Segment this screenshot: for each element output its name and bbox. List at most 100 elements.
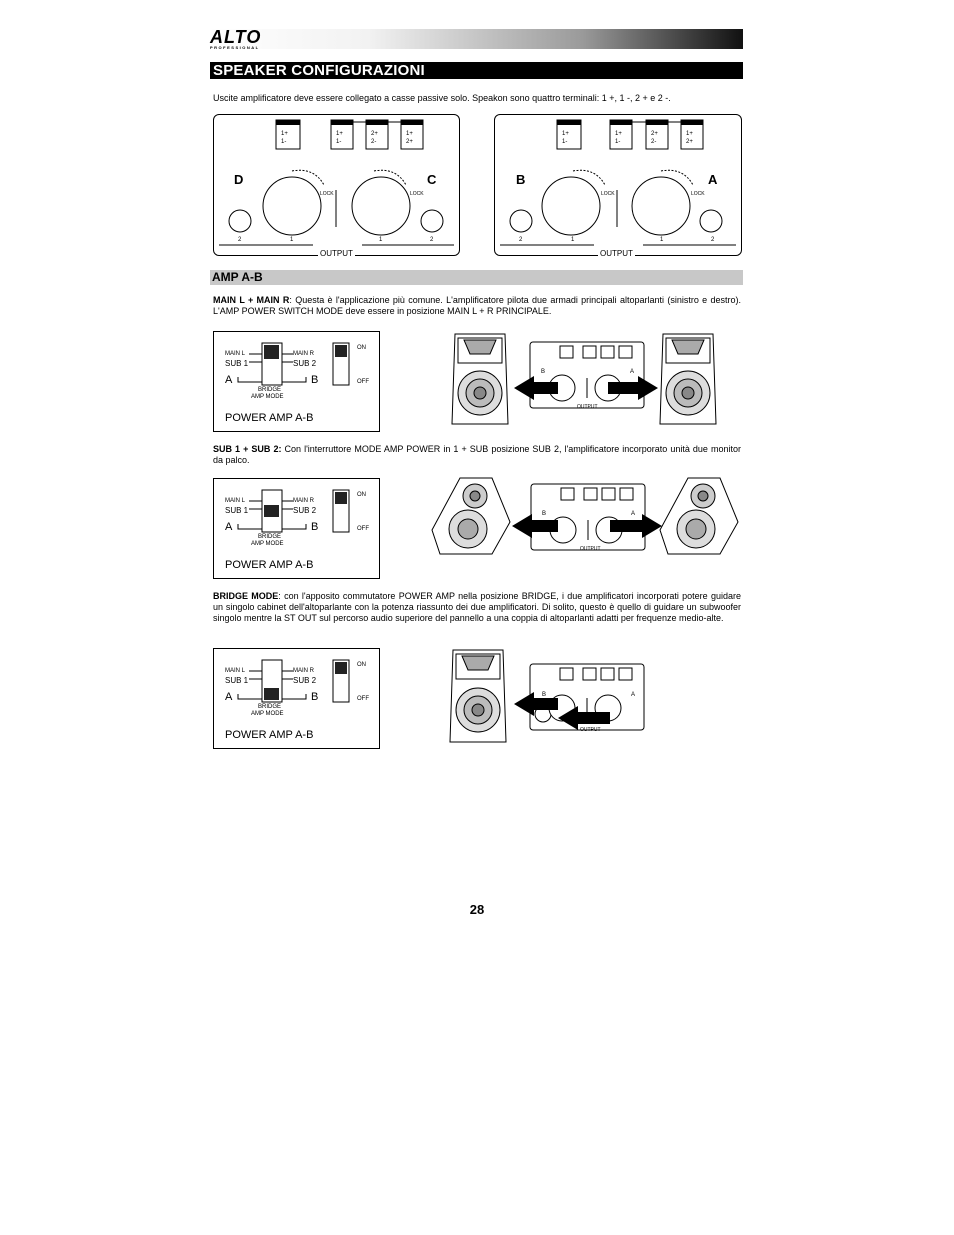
stage-monitor-illustration [431,477,739,555]
text-bridge: : con l'apposito commutatore POWER AMP n… [213,591,741,624]
header-bar [208,29,743,49]
output-panel-ba: 1+ 1- 1+ 1- 2+ 2- 1+ 2+ B A LOCK LOCK 2 … [494,114,742,256]
lock-label: LOCK [410,191,424,197]
panel-letter-right: A [708,172,718,187]
switch-box-main: MAIN L SUB 1 MAIN R SUB 2 A B BRIDGE AMP… [213,331,380,432]
connector-label: 1+ [562,131,569,137]
switch-amp-mode-label: AMP MODE [251,711,284,717]
connector-label: 1+ [406,131,413,137]
connector-label: 1+ [336,131,343,137]
switch-sub1-label: SUB 1 [225,359,249,368]
section-header: AMP A-B [210,270,743,285]
connector-label: 2- [371,139,376,145]
connector-label: 1+ [281,131,288,137]
lock-label: LOCK [601,191,615,197]
paragraph-sub: SUB 1 + SUB 2: Con l'interruttore MODE A… [213,444,741,466]
switch-amp-mode-label: AMP MODE [251,394,284,400]
term-bridge: BRIDGE MODE [213,591,279,601]
connector-label: 1- [281,139,286,145]
mode-switch-graphic [237,489,350,533]
output-panel-dc: 1+ 1- 1+ 1- 2+ 2- 1+ 2+ D C LOCK LOCK 2 [213,114,460,256]
mini-panel-a-label: A [631,692,636,698]
connector-label: 1- [615,139,620,145]
switch-amp-mode-label: AMP MODE [251,541,284,547]
term-sub: SUB 1 + SUB 2: [213,444,282,454]
switch-main-l-label: MAIN L [225,498,246,504]
logo-subtext: PROFESSIONAL [210,45,260,50]
switch-sub1-label: SUB 1 [225,506,249,515]
connector-label: 2- [651,139,656,145]
mini-panel-output-label: OUTPUT [577,404,598,410]
jack-number: 1 [290,237,294,243]
jack-number: 1 [571,237,575,243]
panel-letter-left: D [234,172,243,187]
mini-panel-b-label: B [542,692,547,698]
switch-b-label: B [311,691,319,703]
connector-label: 2+ [371,131,378,137]
jack-number: 2 [519,237,523,243]
section-title: AMP A-B [212,270,263,284]
switch-main-r-label: MAIN R [293,351,314,357]
page-title: SPEAKER CONFIGURAZIONI [213,62,425,79]
mode-switch-graphic [237,659,350,703]
mini-panel-a-label: A [630,369,635,375]
switch-off-label: OFF [357,526,369,532]
switch-bridge-label: BRIDGE [258,704,282,710]
output-label-ba: OUTPUT [598,249,635,258]
switch-a-label: A [225,521,233,533]
power-amp-ab-label: POWER AMP A-B [225,729,314,741]
alto-logo: ALTO PROFESSIONAL [210,27,262,50]
title-bar: SPEAKER CONFIGURAZIONI [210,62,743,79]
switch-box-sub: MAIN L SUB 1 MAIN R SUB 2 A B BRIDGE AMP… [213,478,380,579]
term-main-lr: MAIN L + MAIN R [213,295,290,305]
switch-main-r-label: MAIN R [293,668,314,674]
connector-label: 2+ [686,139,693,145]
switch-b-label: B [311,374,319,386]
connector-label: 1- [562,139,567,145]
power-amp-ab-label: POWER AMP A-B [225,559,314,571]
switch-box-bridge: MAIN L SUB 1 MAIN R SUB 2 A B BRIDGE AMP… [213,648,380,749]
connector-label: 1+ [615,131,622,137]
mini-panel-output-label: OUTPUT [580,727,601,733]
switch-b-label: B [311,521,319,533]
jack-number: 2 [430,237,434,243]
jack-number: 1 [660,237,664,243]
output-label-dc: OUTPUT [318,249,355,258]
switch-main-l-label: MAIN L [225,668,246,674]
jack-number: 1 [379,237,383,243]
mini-panel-output-label: OUTPUT [580,546,601,552]
bridge-speaker-illustration [449,649,645,743]
switch-sub1-label: SUB 1 [225,676,249,685]
switch-main-r-label: MAIN R [293,498,314,504]
page-number: 28 [469,902,485,917]
switch-on-label: ON [357,345,366,351]
switch-on-label: ON [357,492,366,498]
switch-bridge-label: BRIDGE [258,387,282,393]
switch-on-label: ON [357,662,366,668]
panel-letter-left: B [516,172,525,187]
mini-panel-a-label: A [631,511,636,517]
mini-panel-b-label: B [541,369,546,375]
lock-label: LOCK [691,191,705,197]
connector-label: 2+ [406,139,413,145]
lock-label: LOCK [320,191,334,197]
power-amp-ab-label: POWER AMP A-B [225,412,314,424]
switch-sub2-label: SUB 2 [293,676,317,685]
switch-a-label: A [225,691,233,703]
switch-a-label: A [225,374,233,386]
paragraph-bridge: BRIDGE MODE: con l'apposito commutatore … [213,591,741,625]
switch-sub2-label: SUB 2 [293,506,317,515]
switch-off-label: OFF [357,379,369,385]
text-main-lr: : Questa è l'applicazione più comune. L'… [213,295,742,317]
connector-label: 1+ [686,131,693,137]
mode-switch-graphic [237,342,350,386]
switch-bridge-label: BRIDGE [258,534,282,540]
jack-number: 2 [711,237,715,243]
mini-panel-b-label: B [542,511,547,517]
intro-text: Uscite amplificatore deve essere collega… [213,93,671,103]
switch-main-l-label: MAIN L [225,351,246,357]
logo-text: ALTO [210,27,262,47]
jack-number: 2 [238,237,242,243]
connector-label: 1- [336,139,341,145]
connector-label: 2+ [651,131,658,137]
